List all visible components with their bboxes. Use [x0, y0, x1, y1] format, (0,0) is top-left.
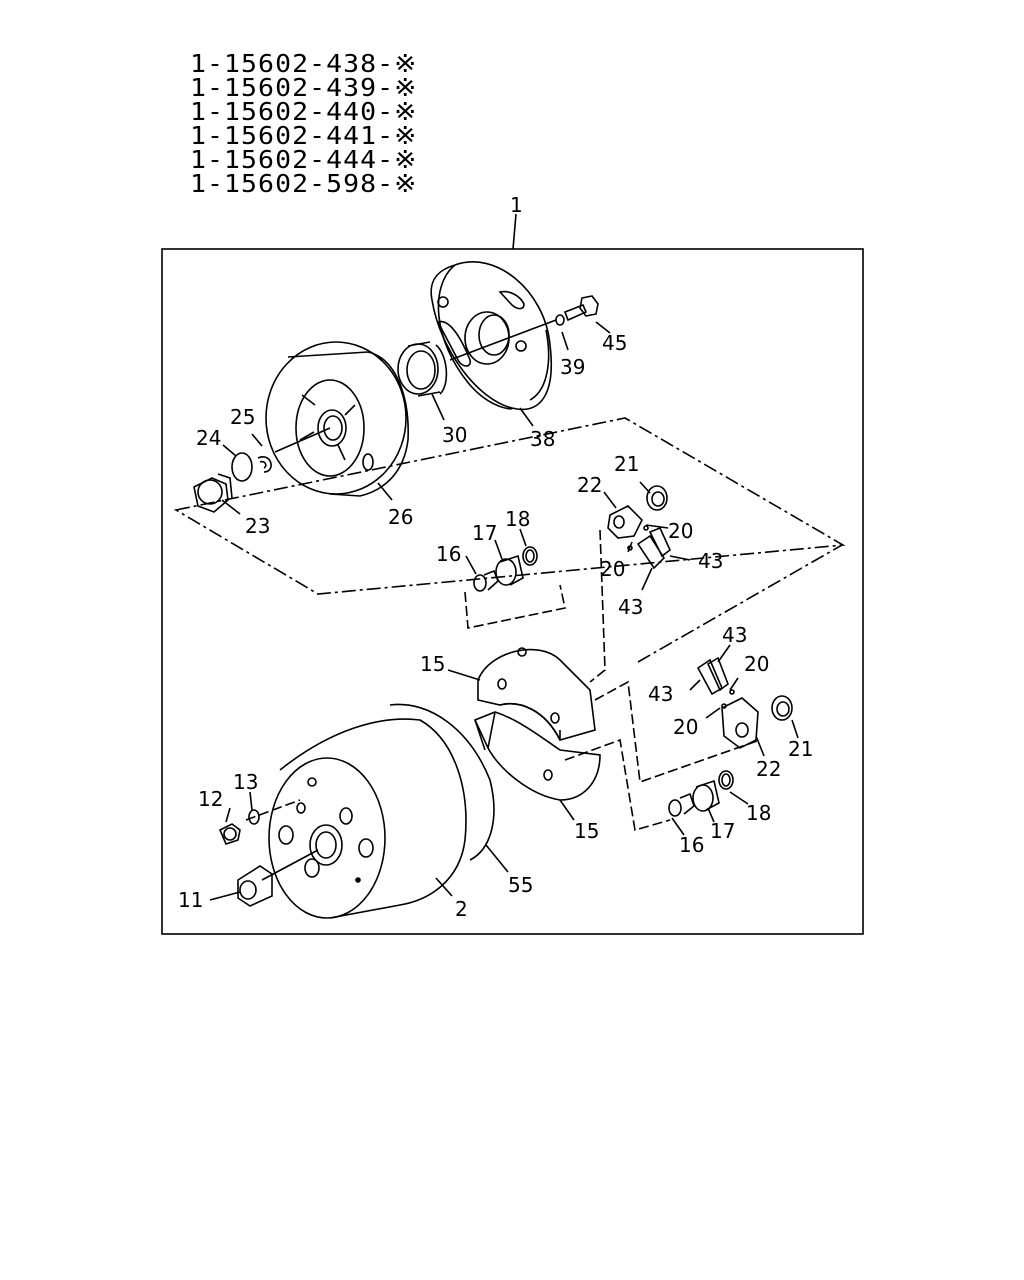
callout-16-upper: 16: [436, 542, 461, 566]
callout-45: 45: [602, 331, 627, 355]
callout-18-upper: 18: [505, 507, 530, 531]
callout-38: 38: [530, 427, 555, 451]
part-number-4: 1-15602-441-※: [190, 121, 418, 150]
callout-43-lower-b: 43: [648, 682, 673, 706]
callout-21-lower: 21: [788, 737, 813, 761]
callout-43-upper-b: 43: [618, 595, 643, 619]
callout-2: 2: [455, 897, 468, 921]
callout-55: 55: [508, 873, 533, 897]
callout-1: 1: [510, 193, 523, 217]
oil-seal: [397, 341, 448, 397]
washer: [555, 314, 565, 326]
part-number-2: 1-15602-439-※: [190, 73, 418, 102]
boundary-extension: [637, 544, 843, 663]
rotor: [265, 341, 409, 497]
cover-plate: [430, 261, 552, 411]
callout-17-upper: 17: [472, 521, 497, 545]
holder-upper: [607, 485, 671, 570]
callout-26: 26: [388, 505, 413, 529]
o-ring: [231, 452, 253, 482]
part-number-5: 1-15602-444-※: [190, 145, 418, 174]
callout-labels: 45 39 30 38 25 24 23 26 21 22 20 20 43 4…: [178, 331, 813, 921]
rotor-axis: [274, 427, 331, 453]
leader-lines: [209, 321, 799, 901]
callout-16-lower: 16: [679, 833, 704, 857]
rotor-half-lower: [473, 711, 601, 801]
callout-20-upper-a: 20: [668, 519, 693, 543]
callout-22-lower: 22: [756, 757, 781, 781]
callout-22-upper: 22: [577, 473, 602, 497]
part-number-1: 1-15602-438-※: [190, 49, 418, 78]
callout-23: 23: [245, 514, 270, 538]
small-washer: [248, 809, 260, 825]
plug: [193, 473, 233, 513]
callout-17-lower: 17: [710, 819, 735, 843]
callout-24: 24: [196, 426, 221, 450]
guide-line-upper-right: [589, 529, 606, 683]
bolt: [563, 295, 599, 322]
callout-25: 25: [230, 405, 255, 429]
holder-lower: [696, 656, 793, 749]
assembly-frame: [161, 248, 864, 935]
callout-13: 13: [233, 770, 258, 794]
callout-15-upper: 15: [420, 652, 445, 676]
drain-plug: [237, 865, 273, 907]
guide-line-lower-right: [594, 680, 761, 784]
part-number-3: 1-15602-440-※: [190, 97, 418, 126]
subassembly-boundary: [173, 417, 846, 595]
callout-43-lower-a: 43: [722, 623, 747, 647]
housing: [268, 703, 495, 919]
guide-line-lower: [564, 738, 671, 832]
callout-21-upper: 21: [614, 452, 639, 476]
rod-group-lower: [668, 770, 734, 817]
callout-39: 39: [560, 355, 585, 379]
callout-43-upper-a: 43: [698, 549, 723, 573]
callout-30: 30: [442, 423, 467, 447]
screw: [218, 823, 241, 845]
bolt-axis: [449, 319, 557, 361]
callout-15-lower: 15: [574, 819, 599, 843]
assembly-leader: [512, 213, 517, 250]
callout-11: 11: [178, 888, 203, 912]
rotor-half-upper: [477, 647, 596, 741]
callout-20-upper-b: 20: [600, 557, 625, 581]
callout-18-lower: 18: [746, 801, 771, 825]
rod-group-upper: [473, 546, 538, 592]
callout-20-lower-b: 20: [673, 715, 698, 739]
guide-line-upper-left: [464, 584, 566, 629]
part-number-6: 1-15602-598-※: [190, 169, 418, 198]
callout-12: 12: [198, 787, 223, 811]
housing-axis: [245, 799, 301, 821]
snap-ring: [257, 456, 272, 473]
callout-20-lower-a: 20: [744, 652, 769, 676]
